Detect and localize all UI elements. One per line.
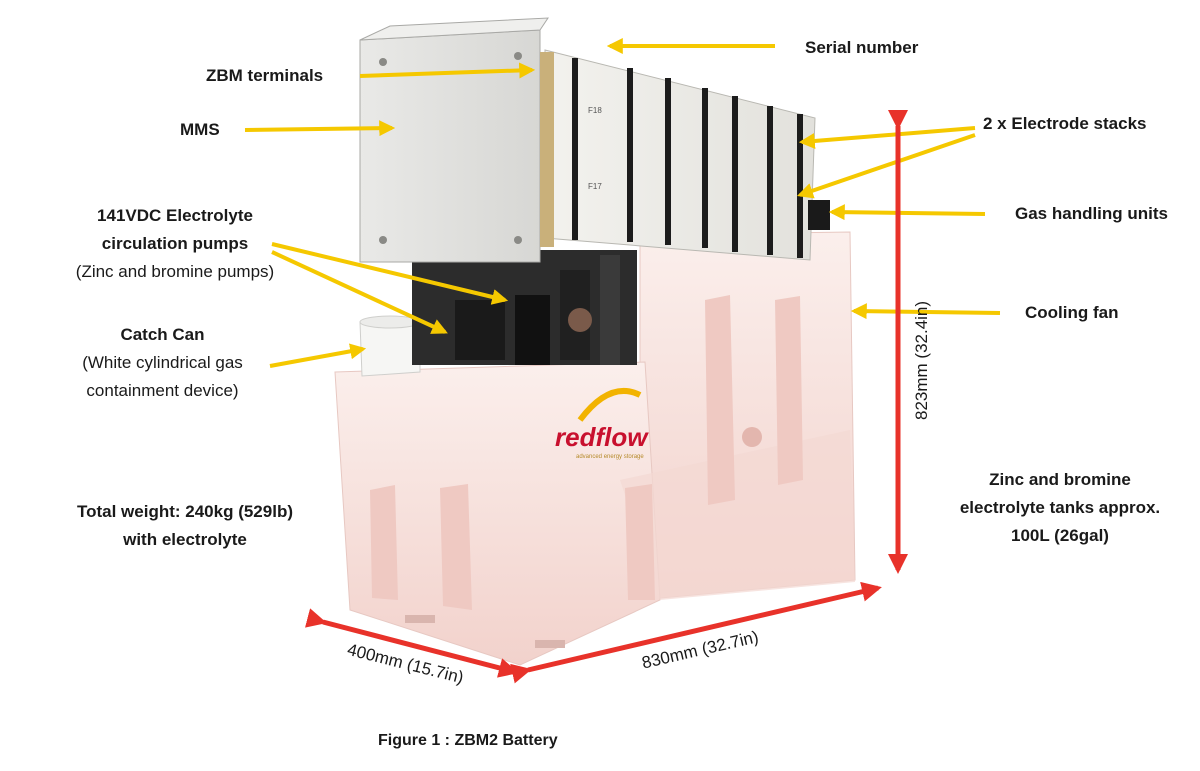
weight-line-2: with electrolyte bbox=[123, 530, 247, 549]
catch-can-line-2: (White cylindrical gas bbox=[82, 353, 243, 372]
catch-can-line-3: containment device) bbox=[86, 381, 239, 400]
logo-text: redflow bbox=[555, 422, 649, 452]
label-total-weight: Total weight: 240kg (529lb) with electro… bbox=[55, 498, 315, 554]
label-zbm-terminals: ZBM terminals bbox=[206, 66, 324, 85]
label-catch-can: Catch Can (White cylindrical gas contain… bbox=[55, 321, 270, 405]
label-mms: MMS bbox=[180, 120, 220, 139]
label-electrolyte-tanks: Zinc and bromine electrolyte tanks appro… bbox=[945, 466, 1175, 550]
pump-assembly bbox=[412, 250, 637, 365]
label-gas-handling-units: Gas handling units bbox=[1015, 204, 1169, 223]
gas-handling-unit bbox=[808, 200, 830, 230]
stack-mark-f18: F18 bbox=[588, 106, 602, 115]
mms-box bbox=[359, 17, 554, 263]
pumps-line-2: circulation pumps bbox=[101, 234, 249, 253]
figure-caption: Figure 1 : ZBM2 Battery bbox=[378, 732, 558, 749]
catch-can-line-1: Catch Can bbox=[120, 325, 205, 344]
tanks-line-2: electrolyte tanks approx. bbox=[959, 498, 1161, 517]
pumps-line-3: (Zinc and bromine pumps) bbox=[75, 262, 275, 281]
callout-arrows bbox=[244, 38, 1001, 368]
tanks-line-1: Zinc and bromine bbox=[989, 470, 1131, 489]
weight-line-1: Total weight: 240kg (529lb) bbox=[76, 502, 293, 521]
redflow-logo: redflow advanced energy storage bbox=[555, 388, 649, 460]
dimension-arrows bbox=[304, 110, 908, 684]
label-cooling-fan: Cooling fan bbox=[1025, 303, 1119, 322]
label-serial-number: Serial number bbox=[805, 38, 919, 57]
tanks-line-3: 100L (26gal) bbox=[1011, 526, 1109, 545]
catch-can bbox=[359, 315, 421, 377]
dimension-height: 823mm (32.4in) bbox=[912, 300, 931, 420]
electrode-stacks bbox=[544, 49, 830, 261]
pumps-line-1: 141VDC Electrolyte bbox=[97, 206, 253, 225]
stack-mark-f17: F17 bbox=[588, 182, 602, 191]
label-circulation-pumps: 141VDC Electrolyte circulation pumps (Zi… bbox=[65, 202, 285, 286]
label-electrode-stacks: 2 x Electrode stacks bbox=[983, 114, 1147, 133]
logo-tagline: advanced energy storage bbox=[576, 454, 644, 460]
